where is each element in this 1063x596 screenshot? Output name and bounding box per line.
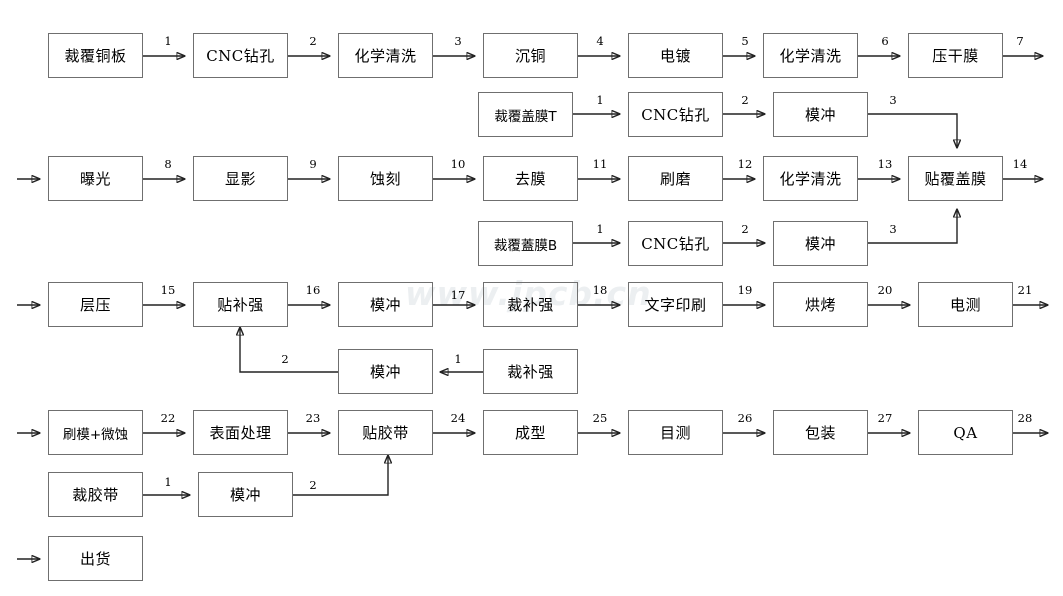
edge-number-label: 22 [160, 411, 176, 425]
edge-number-label: 17 [450, 288, 466, 302]
edge-number-label: 11 [592, 157, 608, 171]
connector-arrow [293, 455, 388, 496]
edge-number-label: 28 [1017, 411, 1033, 425]
edge-number-label: 7 [1016, 34, 1024, 48]
process-box-n17[interactable]: 模冲 [338, 282, 433, 327]
process-box-r1[interactable]: 模冲 [338, 349, 433, 394]
edge-number-label: 2 [281, 352, 289, 366]
process-box-n9[interactable]: 显影 [193, 156, 288, 201]
edge-number-label: 9 [309, 157, 317, 171]
connector-arrow [868, 209, 957, 244]
process-box-n19[interactable]: 文字印刷 [628, 282, 723, 327]
process-box-n27[interactable]: 包装 [773, 410, 868, 455]
connector-arrow [240, 327, 338, 373]
process-box-n16[interactable]: 贴补强 [193, 282, 288, 327]
edge-number-label: 1 [164, 475, 172, 489]
edge-number-label: 18 [592, 283, 608, 297]
edge-number-label: 1 [596, 93, 604, 107]
edge-number-label: 19 [737, 283, 753, 297]
edge-number-label: 14 [1012, 157, 1028, 171]
edge-number-label: 27 [877, 411, 893, 425]
edge-number-label: 21 [1017, 283, 1033, 297]
process-box-n22[interactable]: 刷模+微蚀 [48, 410, 143, 455]
process-box-n1[interactable]: 裁覆铜板 [48, 33, 143, 78]
edge-number-label: 16 [305, 283, 321, 297]
edge-number-label: 26 [737, 411, 753, 425]
edge-number-label: 3 [454, 34, 462, 48]
process-box-n7[interactable]: 压干膜 [908, 33, 1003, 78]
edge-number-label: 8 [164, 157, 172, 171]
process-box-r2[interactable]: 裁补强 [483, 349, 578, 394]
process-box-g2[interactable]: 模冲 [198, 472, 293, 517]
edge-number-label: 23 [305, 411, 321, 425]
edge-number-label: 12 [737, 157, 753, 171]
edge-number-label: 10 [450, 157, 466, 171]
process-box-b1[interactable]: 裁覆蓋膜B [478, 221, 573, 266]
process-box-n26[interactable]: 目测 [628, 410, 723, 455]
edge-number-label: 1 [596, 222, 604, 236]
process-box-n28[interactable]: QA [918, 410, 1013, 455]
edge-number-label: 3 [889, 93, 897, 107]
edge-number-label: 15 [160, 283, 176, 297]
edge-number-label: 13 [877, 157, 893, 171]
process-box-n4[interactable]: 沉铜 [483, 33, 578, 78]
process-box-n5[interactable]: 电镀 [628, 33, 723, 78]
edge-number-label: 5 [741, 34, 749, 48]
process-box-t1[interactable]: 裁覆盖膜T [478, 92, 573, 137]
process-box-n25[interactable]: 成型 [483, 410, 578, 455]
process-box-t2[interactable]: CNC钻孔 [628, 92, 723, 137]
process-box-n11[interactable]: 去膜 [483, 156, 578, 201]
process-box-n12[interactable]: 刷磨 [628, 156, 723, 201]
process-box-n15[interactable]: 层压 [48, 282, 143, 327]
process-box-n29[interactable]: 出货 [48, 536, 143, 581]
edge-number-label: 25 [592, 411, 608, 425]
connector-arrow [868, 113, 957, 148]
process-box-n3[interactable]: 化学清洗 [338, 33, 433, 78]
process-box-n18[interactable]: 裁补强 [483, 282, 578, 327]
process-box-b3[interactable]: 模冲 [773, 221, 868, 266]
process-box-n24[interactable]: 贴胶带 [338, 410, 433, 455]
process-box-n14[interactable]: 贴覆盖膜 [908, 156, 1003, 201]
process-box-n21[interactable]: 电测 [918, 282, 1013, 327]
edge-number-label: 2 [309, 478, 317, 492]
process-box-n8[interactable]: 曝光 [48, 156, 143, 201]
watermark-text: www.jpcb.cn [405, 274, 652, 313]
edge-number-label: 20 [877, 283, 893, 297]
edge-number-label: 3 [889, 222, 897, 236]
process-box-n2[interactable]: CNC钻孔 [193, 33, 288, 78]
edge-number-label: 2 [741, 93, 749, 107]
edge-number-label: 1 [454, 352, 462, 366]
process-box-n6[interactable]: 化学清洗 [763, 33, 858, 78]
edge-number-label: 24 [450, 411, 466, 425]
process-box-b2[interactable]: CNC钻孔 [628, 221, 723, 266]
edge-number-label: 2 [309, 34, 317, 48]
process-box-t3[interactable]: 模冲 [773, 92, 868, 137]
edge-number-label: 2 [741, 222, 749, 236]
process-box-n10[interactable]: 蚀刻 [338, 156, 433, 201]
edge-number-label: 6 [881, 34, 889, 48]
process-box-g1[interactable]: 裁胶带 [48, 472, 143, 517]
edge-number-label: 1 [164, 34, 172, 48]
process-box-n13[interactable]: 化学清洗 [763, 156, 858, 201]
process-box-n23[interactable]: 表面处理 [193, 410, 288, 455]
edge-number-label: 4 [596, 34, 604, 48]
process-box-n20[interactable]: 烘烤 [773, 282, 868, 327]
